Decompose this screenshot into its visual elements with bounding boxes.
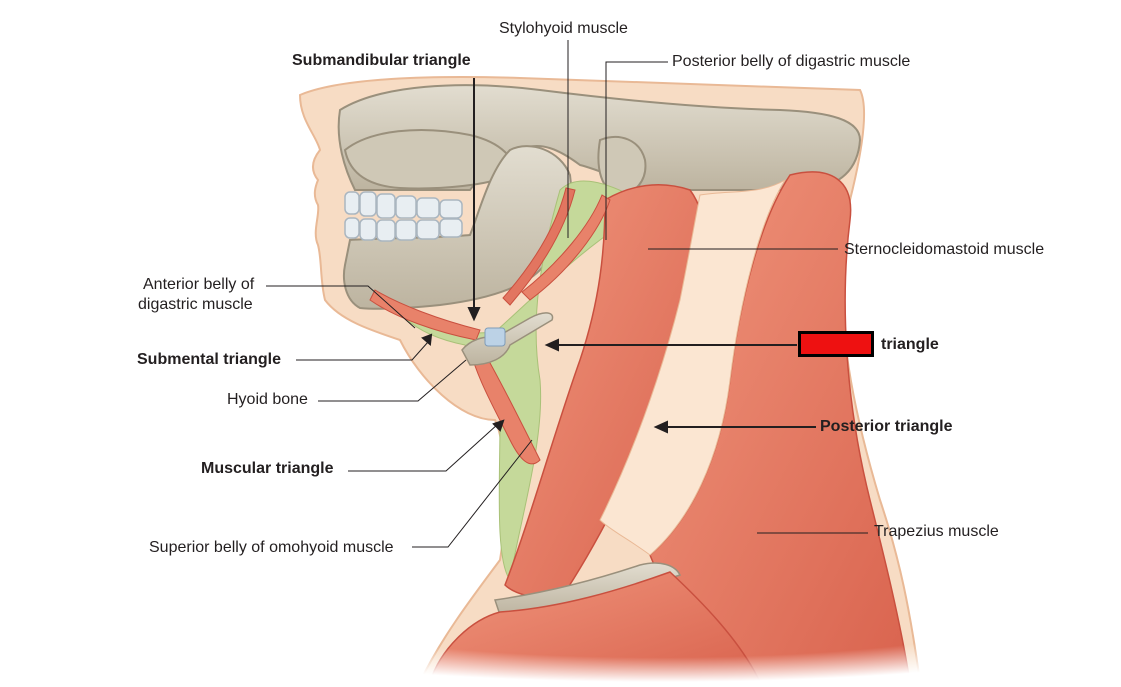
leader-omohyoid: [412, 439, 533, 548]
posterior-triangle-region: [599, 179, 786, 556]
label-stylohyoid: Stylohyoid muscle: [499, 20, 628, 37]
label-submental-triangle: Submental triangle: [137, 351, 282, 368]
label-anterior-belly-line2: digastric muscle: [138, 296, 253, 313]
leader-lines: [266, 40, 868, 548]
leader-posterior-belly: [605, 61, 668, 240]
leader-submental: [296, 341, 429, 361]
label-posterior-belly: Posterior belly of digastric muscle: [672, 53, 911, 70]
posterior-digastric: [521, 194, 611, 301]
label-muscular-triangle: Muscular triangle: [201, 460, 334, 477]
hyoid-tendon: [484, 327, 506, 347]
stylohyoid: [502, 187, 576, 306]
omohyoid: [469, 344, 541, 465]
leader-muscular: [348, 423, 499, 472]
label-triangle: triangle: [881, 336, 939, 353]
label-submandibular-triangle: Submandibular triangle: [292, 52, 471, 69]
arrowhead-submental: [421, 333, 433, 346]
teeth: [344, 191, 463, 242]
label-posterior-triangle: Posterior triangle: [820, 418, 953, 435]
leader-hyoid: [318, 359, 467, 402]
label-anterior-belly-line1: Anterior belly of: [143, 276, 255, 293]
label-omohyoid: Superior belly of omohyoid muscle: [149, 539, 394, 556]
arrowhead-muscular: [492, 419, 505, 432]
leader-anterior-belly: [266, 285, 416, 329]
label-trapezius: Trapezius muscle: [874, 523, 999, 540]
label-sternocleidomastoid: Sternocleidomastoid muscle: [844, 241, 1045, 258]
bottom-fade: [380, 600, 940, 682]
hidden-label-box: [798, 331, 874, 357]
arrows: [421, 78, 816, 434]
label-hyoid-bone: Hyoid bone: [227, 391, 308, 408]
hyoid-bone: [461, 312, 554, 366]
